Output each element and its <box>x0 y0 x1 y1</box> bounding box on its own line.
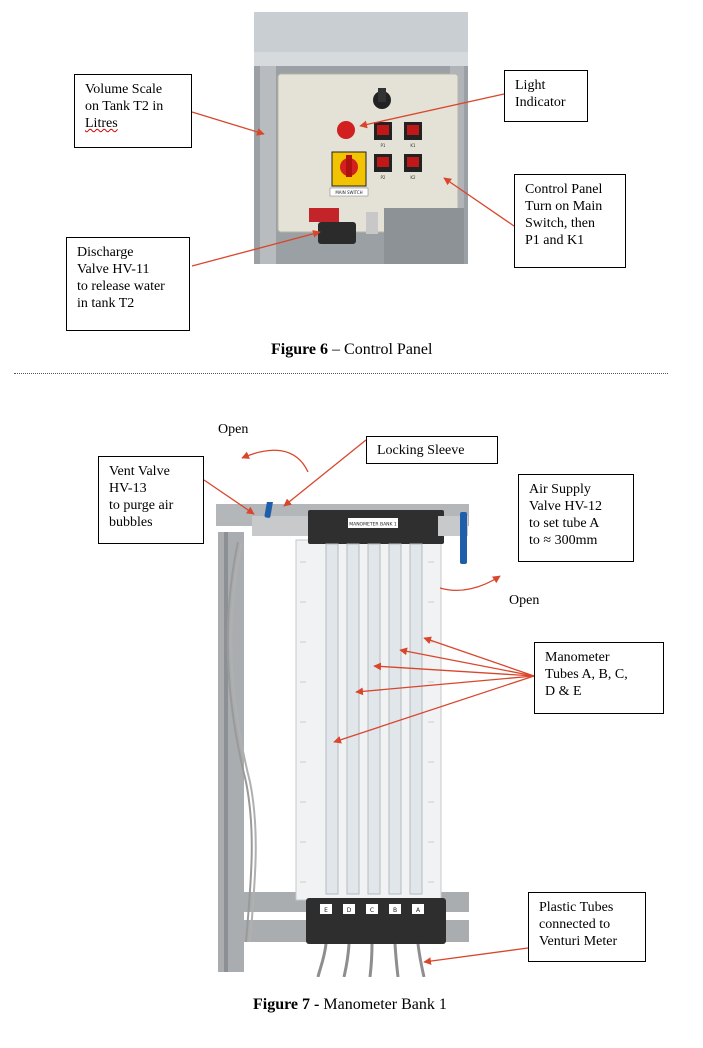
callout-line: Volume Scale <box>85 82 163 97</box>
manometer-photo: MANOMETER BANK 1 E D C B A <box>216 502 469 977</box>
figure-7: MANOMETER BANK 1 E D C B A <box>0 380 703 1048</box>
callout-line: bubbles <box>109 515 153 530</box>
callout-line: Plastic Tubes <box>539 900 614 915</box>
callout-line: to set tube A <box>529 516 600 531</box>
caption-text: – Control Panel <box>328 341 433 358</box>
caption-bold: Figure 6 <box>271 341 329 358</box>
port-label-e: E <box>324 907 328 914</box>
figure-6-caption: Figure 6 – Control Panel <box>271 341 432 359</box>
callout-line: to ≈ 300mm <box>529 533 598 548</box>
callout-line: Switch, then <box>525 216 595 231</box>
callout-line: to purge air <box>109 498 174 513</box>
manometer-tubes <box>325 543 423 895</box>
panel-label-k2: K2 <box>410 175 416 180</box>
open-label-right: Open <box>509 593 540 608</box>
control-panel-photo: P1 K1 P2 K2 MAIN SWITCH <box>254 12 468 264</box>
figure-7-arrows <box>203 439 535 965</box>
callout-line: Control Panel <box>525 182 603 197</box>
callout-discharge-valve: Discharge Valve HV-11 to release water i… <box>66 237 190 331</box>
callout-line: P1 and K1 <box>525 233 585 248</box>
callout-line: Vent Valve <box>109 464 170 479</box>
callout-vent-valve: Vent Valve HV-13 to purge air bubbles <box>98 456 204 544</box>
callout-line: Turn on Main <box>525 199 603 214</box>
callout-line: Tubes A, B, C, <box>545 667 628 682</box>
callout-line: Valve HV-12 <box>529 499 602 514</box>
callout-manometer-tubes: Manometer Tubes A, B, C, D & E <box>534 642 664 714</box>
figure-7-caption: Figure 7 - Manometer Bank 1 <box>253 996 447 1014</box>
manifold-label: MANOMETER BANK 1 <box>349 522 397 528</box>
callout-control-panel: Control Panel Turn on Main Switch, then … <box>514 174 626 268</box>
callout-line: in tank T2 <box>77 296 135 311</box>
callout-line: HV-13 <box>109 481 147 496</box>
callout-line: on Tank T2 in <box>85 99 164 114</box>
port-label-a: A <box>416 907 421 914</box>
callout-line: Venturi Meter <box>539 934 618 949</box>
callout-line: Manometer <box>545 650 610 665</box>
callout-line: Air Supply <box>529 482 591 497</box>
port-label-c: C <box>370 907 374 914</box>
panel-label-p1: P1 <box>381 143 386 148</box>
port-label-d: D <box>347 907 352 914</box>
callout-line: Indicator <box>515 95 566 110</box>
callout-line: connected to <box>539 917 611 932</box>
callout-line: Valve HV-11 <box>77 262 150 277</box>
callout-line: Locking Sleeve <box>377 443 465 458</box>
callout-line: D & E <box>545 684 582 699</box>
open-label-top: Open <box>218 422 249 437</box>
panel-label-k1: K1 <box>410 143 416 148</box>
callout-volume-scale: Volume Scale on Tank T2 in Litres <box>74 74 192 148</box>
callout-plastic-tubes: Plastic Tubes connected to Venturi Meter <box>528 892 646 962</box>
callout-light-indicator: Light Indicator <box>504 70 588 122</box>
callout-locking-sleeve: Locking Sleeve <box>366 436 498 464</box>
figure-6-arrows <box>191 93 515 267</box>
callout-line: Discharge <box>77 245 134 260</box>
section-divider <box>14 373 668 374</box>
caption-text: Manometer Bank 1 <box>319 996 447 1013</box>
callout-line: Litres <box>85 116 118 131</box>
panel-main-switch-label: MAIN SWITCH <box>335 190 362 195</box>
callout-air-supply: Air Supply Valve HV-12 to set tube A to … <box>518 474 634 562</box>
figure-6: P1 K1 P2 K2 MAIN SWITCH Volume Scale on … <box>0 0 703 370</box>
callout-line: Light <box>515 78 546 93</box>
caption-bold: Figure 7 - <box>253 996 320 1013</box>
callout-line: to release water <box>77 279 165 294</box>
port-label-b: B <box>393 907 397 914</box>
panel-label-p2: P2 <box>381 175 386 180</box>
